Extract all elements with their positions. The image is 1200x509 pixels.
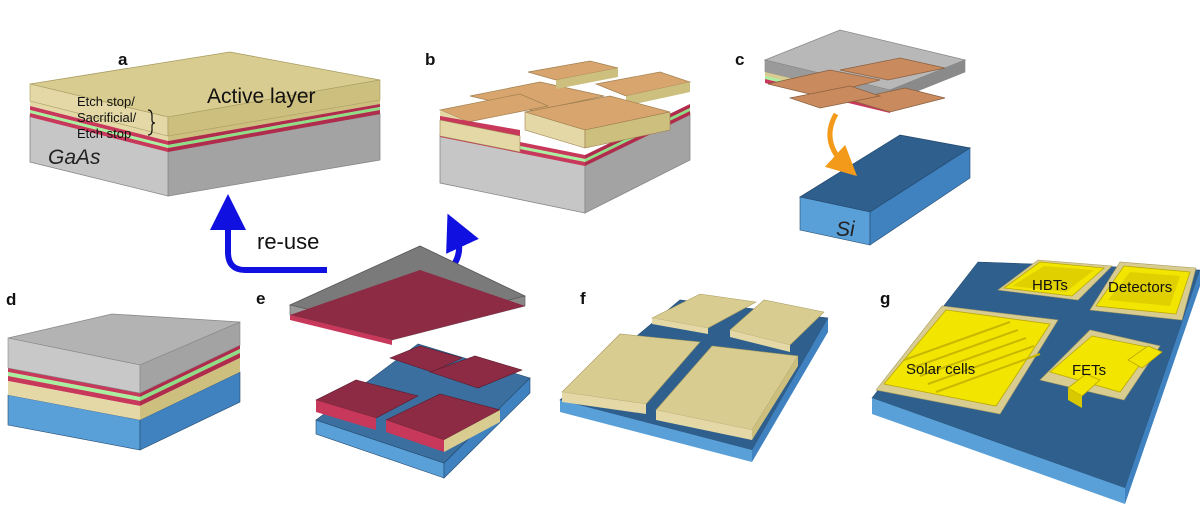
fets-label: FETs xyxy=(1072,362,1106,379)
stack-label-line1: Etch stop/ xyxy=(77,94,135,109)
transfer-arrow xyxy=(824,112,858,177)
panel-f: f xyxy=(559,289,829,462)
reuse-arrow xyxy=(210,194,327,273)
solar-cell-fingers xyxy=(903,321,1041,393)
solar-cells-label: Solar cells xyxy=(906,361,975,378)
stack-label-line3: Etch stop xyxy=(77,126,131,141)
gaas-label: GaAs xyxy=(48,146,101,169)
panel-e: e xyxy=(256,245,531,479)
panel-g: HBTs Detectors Solar cells FETs g xyxy=(871,259,1200,504)
panel-label-e: e xyxy=(256,289,265,308)
stack-label-line2: Sacrificial/ xyxy=(77,110,137,125)
panel-d: d xyxy=(6,290,241,451)
panel-label-c: c xyxy=(735,50,744,69)
panel-b: b xyxy=(425,50,692,214)
hbts-label: HBTs xyxy=(1032,277,1068,294)
active-layer-label: Active layer xyxy=(207,85,316,108)
panel-c: Si c xyxy=(735,29,972,246)
reuse-label: re-use xyxy=(257,229,319,254)
detectors-label: Detectors xyxy=(1108,279,1172,296)
si-label: Si xyxy=(836,218,856,241)
panel-label-g: g xyxy=(880,289,890,308)
stack-brace xyxy=(147,109,156,136)
panel-label-b: b xyxy=(425,50,435,69)
panel-a: Active layer GaAs Etch stop/ Sacrificial… xyxy=(29,50,381,197)
panel-label-a: a xyxy=(118,50,128,69)
panel-label-f: f xyxy=(580,289,586,308)
panel-label-d: d xyxy=(6,290,16,309)
